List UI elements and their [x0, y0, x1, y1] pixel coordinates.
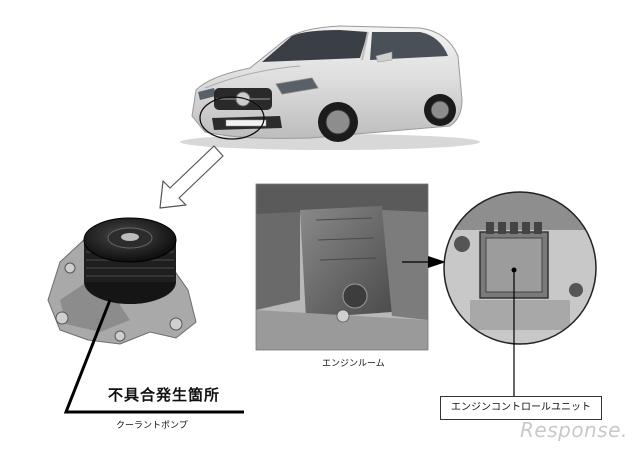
- response-watermark: Response.: [520, 418, 628, 442]
- car-illustration: [180, 25, 480, 150]
- defect-leader-line: [63, 299, 244, 414]
- defect-location-label: 不具合発生箇所: [108, 386, 221, 404]
- hollow-arrow: [159, 145, 224, 209]
- ecu-detail-photo: [443, 191, 597, 345]
- engine-room-photo: [255, 183, 429, 351]
- coolant-pump-label: クーラントポンプ: [116, 421, 188, 431]
- coolant-pump-photo: [47, 217, 197, 345]
- engine-room-label: エンジンルーム: [322, 359, 385, 369]
- front-highlight-ellipse: [199, 96, 265, 140]
- engine-control-unit-label: エンジンコントロールユニット: [440, 396, 602, 420]
